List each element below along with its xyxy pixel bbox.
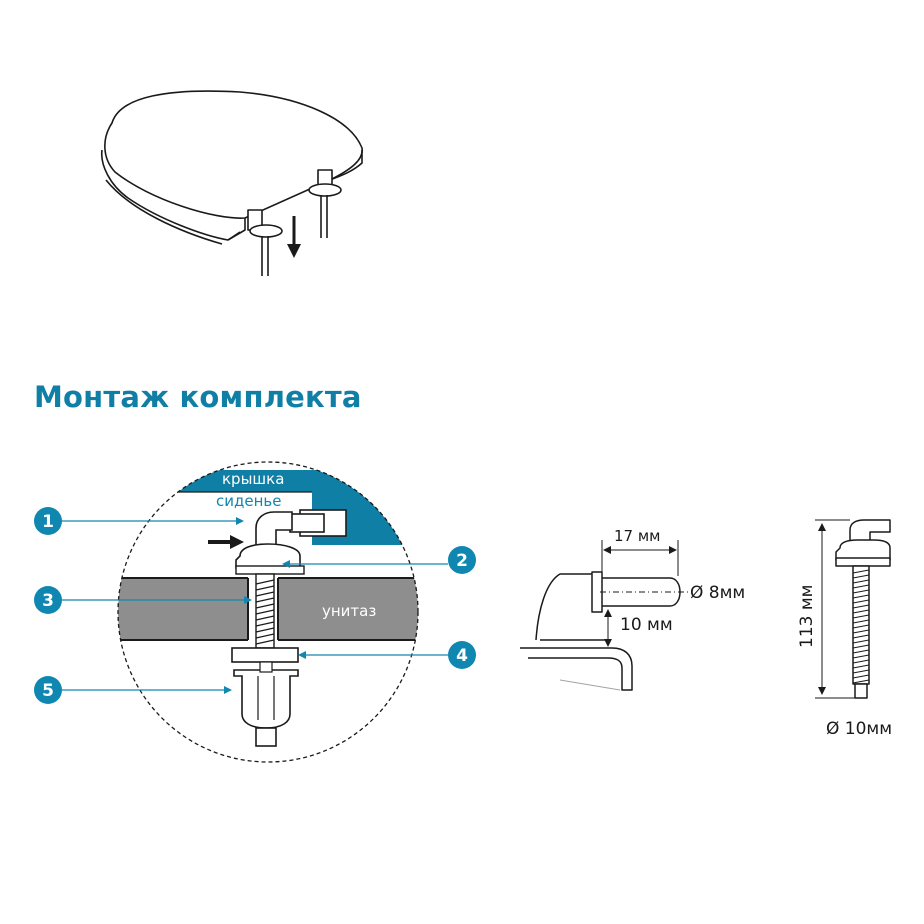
thread-line bbox=[852, 614, 870, 619]
thread-line bbox=[852, 574, 870, 579]
callout-4 bbox=[448, 641, 476, 669]
thread-line bbox=[852, 644, 870, 649]
thread-line bbox=[852, 664, 870, 669]
detail-circle: крышка сиденье унитаз bbox=[117, 461, 419, 763]
thread-line bbox=[852, 679, 870, 684]
thread-line bbox=[852, 569, 870, 574]
thread-line bbox=[852, 659, 870, 664]
callout-2-label: 2 bbox=[456, 551, 468, 571]
thread-line bbox=[852, 619, 870, 624]
callout-5 bbox=[34, 676, 62, 704]
dim-length-label: 17 мм bbox=[614, 527, 661, 545]
thread-line bbox=[852, 639, 870, 644]
callout-1 bbox=[34, 507, 62, 535]
thread-line bbox=[852, 594, 870, 599]
thread-line bbox=[852, 629, 870, 634]
thread-line bbox=[852, 579, 870, 584]
lid-band bbox=[150, 470, 418, 545]
callout-2 bbox=[448, 546, 476, 574]
thread-line bbox=[852, 584, 870, 589]
thread-line bbox=[852, 654, 870, 659]
thread-line bbox=[852, 634, 870, 639]
thread-line bbox=[852, 674, 870, 679]
callout-5-label: 5 bbox=[42, 681, 54, 701]
callout-4-label: 4 bbox=[456, 646, 468, 666]
callout-1-label: 1 bbox=[42, 512, 54, 532]
thread-line bbox=[852, 604, 870, 609]
callout-3 bbox=[34, 586, 62, 614]
page-title: Монтаж комплекта bbox=[34, 380, 362, 414]
thread-line bbox=[852, 624, 870, 629]
down-arrow-icon bbox=[287, 216, 301, 258]
thread-line bbox=[852, 599, 870, 604]
bolt-threads bbox=[852, 569, 870, 684]
seat-illustration bbox=[101, 90, 363, 276]
toilet-label: унитаз bbox=[322, 602, 376, 620]
dim-offset-label: 10 мм bbox=[620, 615, 673, 635]
right-arrow-icon bbox=[208, 535, 244, 549]
seat-label: сиденье bbox=[216, 492, 281, 510]
thread-line bbox=[852, 589, 870, 594]
dim-bolt-length-label: 113 мм bbox=[797, 584, 817, 648]
dim-pin-diameter-label: Ø 8мм bbox=[690, 583, 745, 603]
thread-line bbox=[852, 669, 870, 674]
dim-bolt-diameter-label: Ø 10мм bbox=[826, 719, 892, 739]
thread-line bbox=[852, 649, 870, 654]
lid-label: крышка bbox=[222, 470, 284, 488]
hinge-dimension-drawing bbox=[520, 540, 690, 691]
thread-line bbox=[852, 609, 870, 614]
bolt-dimension-drawing bbox=[815, 519, 891, 699]
callout-3-label: 3 bbox=[42, 591, 54, 611]
callouts: 1 2 3 4 5 bbox=[34, 507, 476, 704]
